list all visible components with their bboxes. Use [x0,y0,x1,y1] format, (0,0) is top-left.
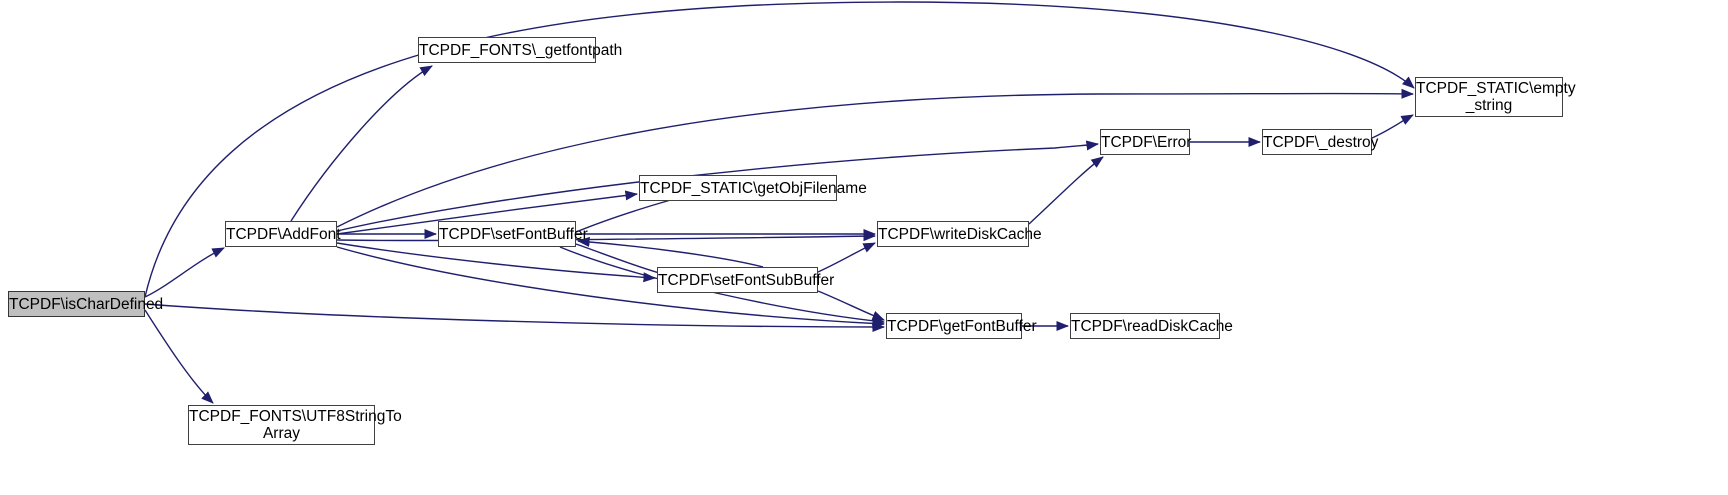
graph-node-getfontpath[interactable]: TCPDF_FONTS\_getfontpath [418,37,623,63]
call-edge-isCharDefined-to-emptystring [144,1,1415,298]
graph-node-error[interactable]: TCPDF\Error [1100,129,1192,155]
graph-node-addfont[interactable]: TCPDF\AddFont [225,221,341,247]
graph-node-emptystring[interactable]: TCPDF_STATIC\empty _string [1415,77,1576,117]
call-edge-addfont-to-emptystring [336,88,1415,228]
graph-node-utf8StringToArray[interactable]: TCPDF_FONTS\UTF8StringTo Array [188,405,402,445]
graph-node-label: TCPDF\setFontBuffer [439,225,588,243]
graph-node-label: TCPDF_STATIC\empty _string [1416,80,1576,114]
call-edge-setFontSubBuffer-to-getFontBuffer [817,290,885,321]
call-edge-addfont-to-getfontpath [290,65,433,222]
graph-node-label: TCPDF\getFontBuffer [887,317,1037,335]
call-edge-writeDiskCache-to-error [1028,156,1104,225]
graph-node-readDiskCache[interactable]: TCPDF\readDiskCache [1070,313,1233,339]
call-edge-setFontSubBuffer-to-setFontBuffer [576,236,764,268]
call-edge-addfont-to-setFontSubBuffer [336,242,657,283]
graph-node-label: TCPDF\setFontSubBuffer [658,271,835,289]
graph-node-label: TCPDF_STATIC\getObjFilename [640,179,867,197]
graph-node-label: TCPDF\isCharDefined [9,295,164,313]
graph-node-label: TCPDF_FONTS\_getfontpath [419,41,623,59]
call-edge-isCharDefined-to-addfont [144,247,225,298]
graph-node-isCharDefined[interactable]: TCPDF\isCharDefined [8,291,164,317]
graph-node-getObjFilename[interactable]: TCPDF_STATIC\getObjFilename [639,175,867,201]
graph-node-label: TCPDF\readDiskCache [1071,317,1233,335]
graph-node-label: TCPDF\writeDiskCache [878,225,1042,243]
graph-node-destroy[interactable]: TCPDF\_destroy [1262,129,1379,155]
call-edge-destroy-to-emptystring [1371,114,1414,139]
graph-node-setFontSubBuffer[interactable]: TCPDF\setFontSubBuffer [657,267,835,293]
graph-node-setFontBuffer[interactable]: TCPDF\setFontBuffer [438,221,588,247]
graph-node-writeDiskCache[interactable]: TCPDF\writeDiskCache [877,221,1042,247]
graph-node-label: TCPDF_FONTS\UTF8StringTo Array [189,408,402,442]
call-edge-isCharDefined-to-getFontBuffer [144,303,886,333]
call-edge-isCharDefined-to-utf8StringToArray [144,309,214,404]
graph-node-label: TCPDF\_destroy [1263,133,1379,151]
graph-node-getFontBuffer[interactable]: TCPDF\getFontBuffer [886,313,1037,339]
graph-node-label: TCPDF\AddFont [226,225,341,243]
call-edge-addfont-to-writeDiskCache [336,231,877,242]
call-edge-setFontSubBuffer-to-writeDiskCache [817,242,876,273]
graph-node-label: TCPDF\Error [1101,133,1192,151]
call-edge-setFontBuffer-to-setFontSubBuffer [575,243,671,278]
